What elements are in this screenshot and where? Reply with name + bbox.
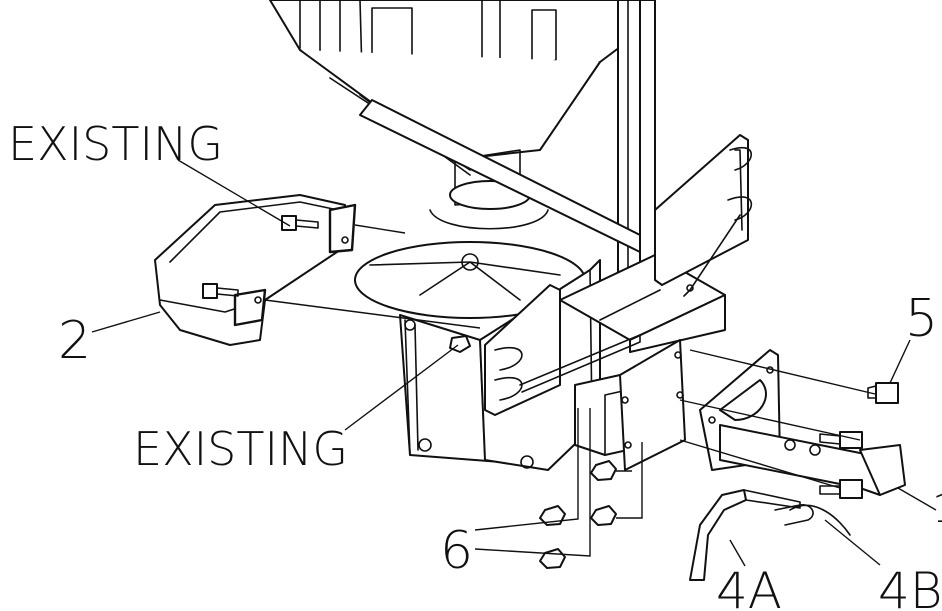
post-mount-plate	[559, 254, 726, 353]
leader-item-2	[91, 311, 161, 333]
callout-item-5: 5	[905, 289, 938, 349]
shield-bolt-lower	[202, 283, 239, 299]
leader-existing-top	[177, 159, 291, 227]
nut-item-6-c	[590, 460, 617, 481]
leader-item-4a	[729, 539, 746, 567]
frame-post	[617, 0, 656, 273]
leader-bolt-paths	[679, 349, 876, 489]
leader-existing-bottom	[344, 344, 459, 431]
leader-nuts-right	[616, 442, 643, 519]
callout-item-4b: 4B	[878, 562, 942, 611]
hitch-bolt-middle	[819, 431, 863, 449]
callout-item-edge: 1	[932, 486, 942, 532]
leader-shield-to-disc	[354, 224, 406, 234]
upper-adjuster-bracket	[654, 134, 753, 297]
leader-item-5	[889, 339, 911, 384]
hitch-tube	[699, 349, 906, 496]
callout-item-2: 2	[58, 311, 91, 371]
deflector-shield-item-2	[154, 194, 357, 346]
hitch-bolt-lower	[819, 479, 863, 499]
leader-shield-to-box	[264, 299, 481, 329]
hair-pin-clip-item-4b	[774, 504, 851, 536]
lower-adjuster-bracket	[484, 284, 641, 416]
nut-item-6-b	[539, 548, 566, 569]
nut-item-6-d	[590, 505, 617, 526]
leader-item-edge	[897, 487, 937, 511]
callout-existing-top: EXISTING	[8, 117, 223, 171]
callout-existing-bottom: EXISTING	[133, 422, 348, 476]
diagonal-brace	[359, 99, 641, 253]
shield-bolt-upper	[281, 215, 319, 231]
nut-item-6-a	[539, 505, 566, 526]
receiver-bracket	[574, 339, 686, 471]
callout-item-6: 6	[440, 521, 473, 581]
leader-item-6	[474, 408, 591, 557]
callout-item-4a: 4A	[716, 562, 782, 611]
leader-item-4b	[824, 519, 881, 566]
hitch-bolt-upper-item-5	[867, 382, 899, 404]
